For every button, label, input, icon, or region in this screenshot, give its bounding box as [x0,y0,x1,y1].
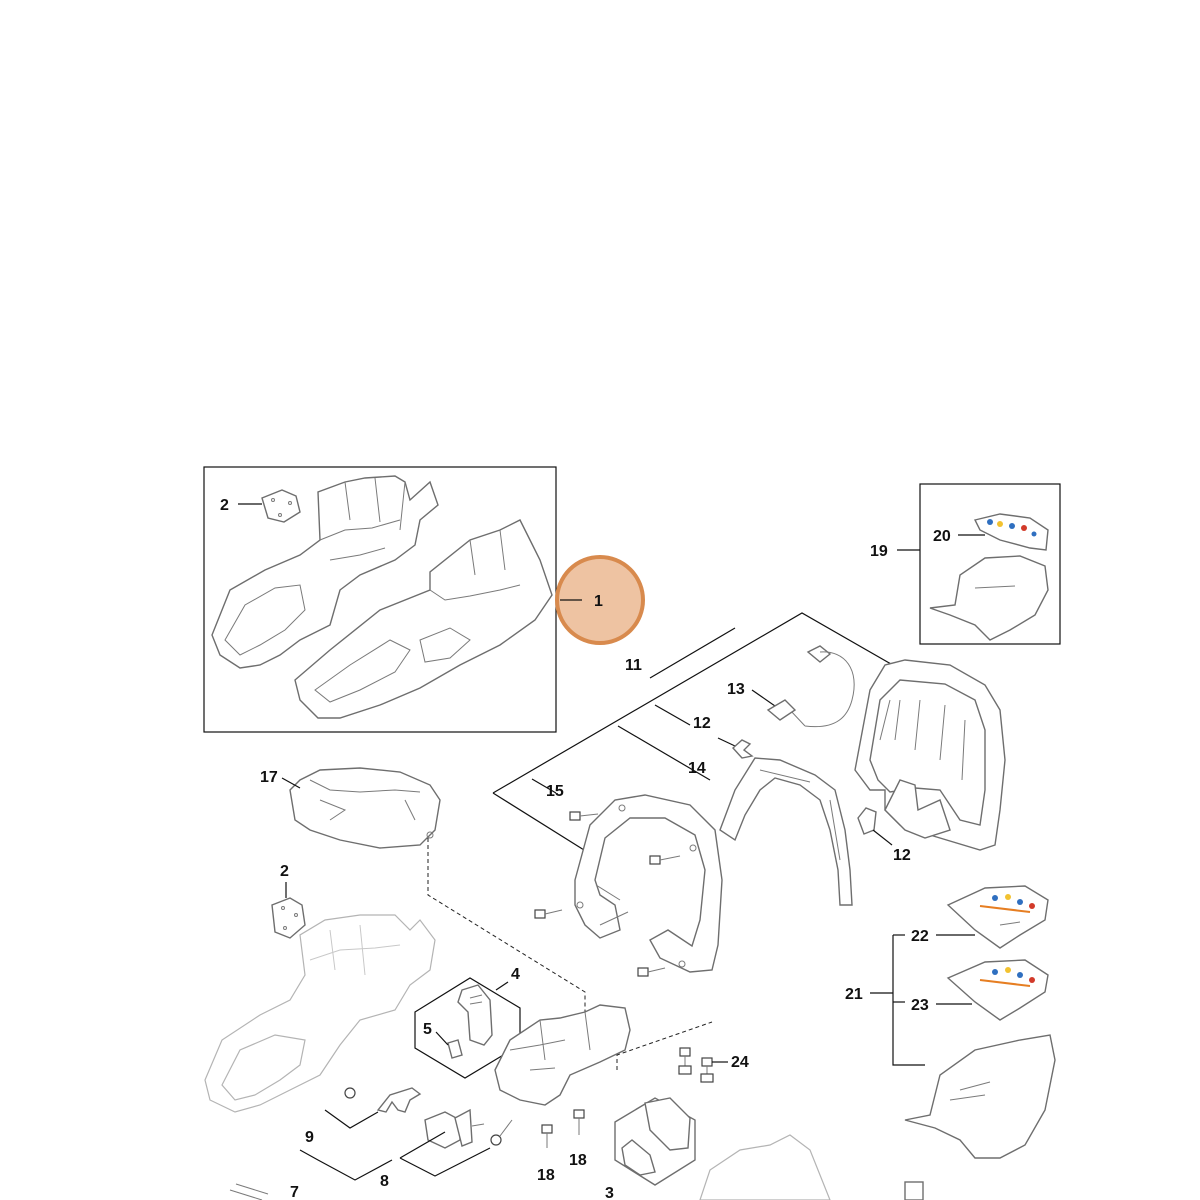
leader-12-top [717,737,736,747]
callout-15[interactable]: 15 [546,783,564,800]
cover-17[interactable] [289,767,441,849]
housing-assembly-inset[interactable] [211,475,553,719]
callout-7[interactable]: 7 [290,1184,299,1200]
housing-bottom-faded[interactable] [699,1134,831,1200]
callout-13[interactable]: 13 [727,681,745,698]
leader-5 [435,1031,449,1046]
callout-5[interactable]: 5 [423,1021,432,1038]
highlight-circle-1 [555,555,645,645]
cover-21[interactable] [904,1034,1056,1159]
guide-dash-17 [427,838,586,1040]
callout-21[interactable]: 21 [845,986,863,1003]
rod-bottom-left[interactable] [229,1183,269,1200]
guide-dash-24 [616,1021,713,1070]
callout-3[interactable]: 3 [605,1185,614,1200]
leader-12-lower [872,829,893,846]
bracket-7 [299,1149,393,1181]
callout-4[interactable]: 4 [511,966,520,983]
gasket-2-inset[interactable] [261,489,301,523]
module-3[interactable] [614,1097,696,1186]
spring-5[interactable] [447,1039,463,1059]
clip-12-top[interactable] [732,739,754,759]
callout-22[interactable]: 22 [911,928,929,945]
housing-lower-faded[interactable] [204,914,436,1113]
leader-4 [495,981,509,991]
callout-1[interactable]: 1 [594,593,603,610]
bracket-11-lower [492,792,601,861]
callout-12-lower[interactable]: 12 [893,847,911,864]
cover-19[interactable] [929,555,1049,641]
screw-24-b[interactable] [700,1057,714,1083]
spring-8[interactable] [490,1119,513,1146]
bracket-12-line [654,704,691,726]
decal-23[interactable] [946,959,1049,1021]
front-handle[interactable] [574,794,723,973]
bracket-8 [399,1131,491,1177]
callout-12-top[interactable]: 12 [693,715,711,732]
bracket-9 [324,1109,379,1129]
callout-23[interactable]: 23 [911,997,929,1014]
bracket-15-line [531,778,557,794]
center-housing[interactable] [494,1004,631,1106]
leader-17 [281,777,301,789]
callout-2-lower[interactable]: 2 [280,863,289,880]
callout-18-a[interactable]: 18 [537,1167,555,1184]
callout-8[interactable]: 8 [380,1173,389,1190]
decal-20[interactable] [973,513,1049,551]
screw-18-a[interactable] [541,1124,553,1148]
gasket-2-lower[interactable] [271,897,306,939]
lever-9[interactable] [376,1087,422,1113]
wire-13[interactable] [766,645,855,728]
screw-15-b[interactable] [649,855,681,865]
callout-2-inset[interactable]: 2 [220,497,229,514]
callout-9[interactable]: 9 [305,1129,314,1146]
handle-14[interactable] [719,757,853,906]
screw-15-c[interactable] [534,909,563,919]
bracket-11 [492,612,906,794]
nut-9[interactable] [344,1087,356,1099]
screw-24-a[interactable] [678,1047,692,1075]
callout-11[interactable]: 11 [625,657,642,674]
callout-24[interactable]: 24 [731,1054,749,1071]
leader-13 [751,689,776,707]
decal-22[interactable] [946,885,1049,949]
trigger-4[interactable] [457,984,493,1046]
bracket-11-spoke [649,627,736,679]
bracket-21 [892,935,925,1066]
screw-18-b[interactable] [573,1109,585,1135]
callout-18-b[interactable]: 18 [569,1152,587,1169]
callout-17[interactable]: 17 [260,769,278,786]
clip-12-lower[interactable] [857,807,877,835]
screw-15-d[interactable] [637,967,666,977]
bracket-14-line [617,725,711,781]
callout-14[interactable]: 14 [688,760,706,777]
callout-20[interactable]: 20 [933,528,951,545]
screw-15-a[interactable] [569,811,599,821]
inset-frame-19 [919,483,1061,645]
handle-frame[interactable] [854,659,1006,851]
knob-bottom-right[interactable] [904,1181,924,1200]
switch-8[interactable] [424,1108,485,1149]
callout-19[interactable]: 19 [870,543,888,560]
